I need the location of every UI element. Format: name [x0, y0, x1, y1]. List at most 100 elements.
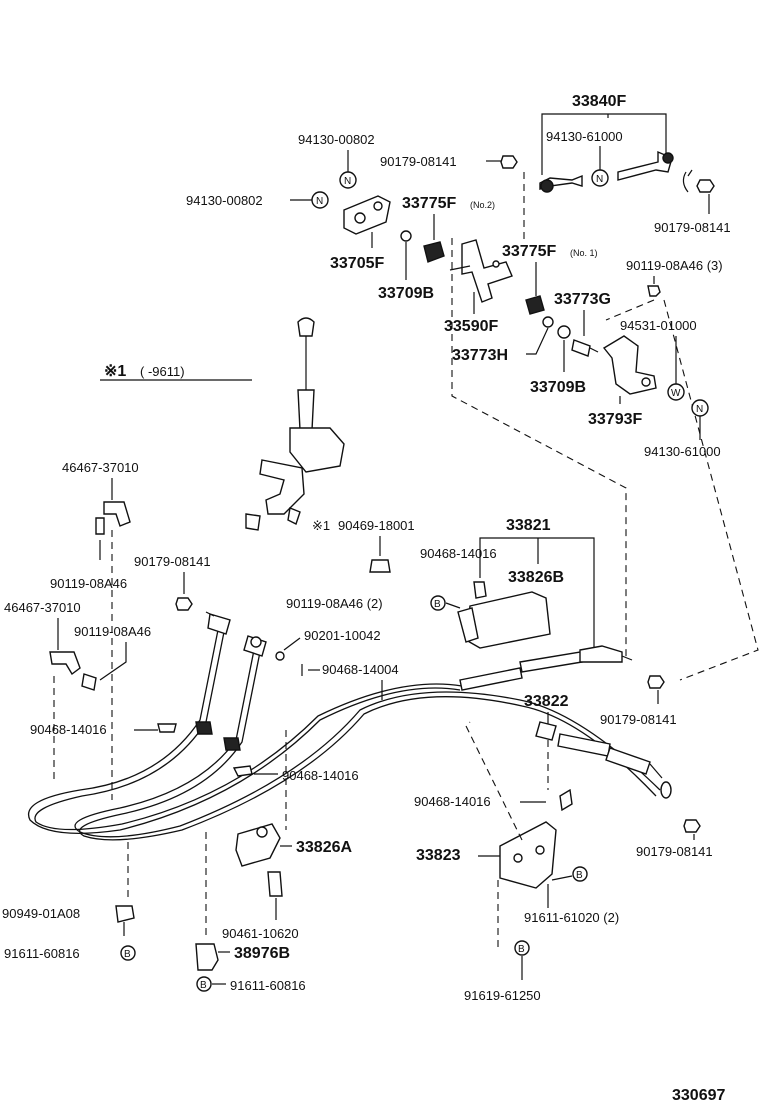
label-90468-14016-b: 90468-14016	[30, 722, 107, 737]
bracket-33823	[499, 821, 557, 889]
bracket-33826b	[457, 581, 551, 649]
label-90949-01a08: 90949-01A08	[2, 906, 80, 921]
label-33793f: 33793F	[588, 411, 642, 428]
svg-text:W: W	[671, 388, 681, 399]
group-33840f: 33840F 94130-61000 N	[539, 93, 674, 193]
svg-text:B: B	[576, 870, 583, 881]
label-91611-60816-b: 91611-60816	[230, 978, 306, 993]
label-33775f-no1: 33775F	[502, 243, 556, 260]
bolt-90119-08a46	[647, 285, 661, 297]
clip-90949-01a08	[115, 905, 135, 923]
bushing-33773g	[571, 339, 591, 357]
shift-lever-assembly	[245, 317, 345, 531]
callout-range: ( -9611)	[140, 364, 185, 379]
label-33590f: 33590F	[444, 318, 498, 335]
svg-text:N: N	[344, 176, 351, 187]
label-33821: 33821	[506, 517, 551, 534]
washer-90201	[275, 651, 285, 661]
label-90179-08141-right: 90179-08141	[654, 220, 731, 235]
bolt-icon: B	[120, 945, 136, 961]
label-33822: 33822	[524, 693, 569, 710]
nut-icon: N	[591, 169, 609, 187]
svg-text:B: B	[518, 944, 525, 955]
label-91611-60816-a: 91611-60816	[4, 946, 80, 961]
clip-38976b	[195, 943, 219, 971]
label-90468-14016-a: 90468-14016	[420, 546, 497, 561]
label-90179-08141-top: 90179-08141	[380, 154, 457, 169]
svg-text:N: N	[696, 404, 703, 415]
nut-icon: N	[339, 171, 357, 189]
nut-icon	[696, 179, 715, 193]
label-90119-08a46-2: 90119-08A46 (2)	[286, 596, 383, 611]
label-33773g: 33773G	[554, 291, 611, 308]
label-90119-08a46-a: 90119-08A46	[50, 576, 127, 591]
label-94130-00802-a: 94130-00802	[298, 132, 375, 147]
nut-icon	[647, 675, 665, 689]
label-90179-08141-left: 90179-08141	[134, 554, 211, 569]
label-33840f: 33840F	[572, 93, 626, 110]
label-94531-01000: 94531-01000	[620, 318, 697, 333]
label-90119-08a46-b: 90119-08A46	[74, 624, 151, 639]
nut-icon	[175, 597, 193, 611]
label-33705f: 33705F	[330, 255, 384, 272]
nut-icon	[500, 155, 518, 169]
bolt-icon	[81, 673, 97, 691]
diagram-id: 330697	[672, 1087, 725, 1104]
bolt-icon: B	[196, 976, 212, 992]
clamp-46467-37010-a	[103, 501, 131, 527]
label-91611-61020-2: 91611-61020 (2)	[524, 910, 619, 925]
bolt-icon: B	[572, 866, 588, 882]
label-38976b: 38976B	[234, 945, 290, 962]
label-91619-61250: 91619-61250	[464, 988, 541, 1003]
bolt-icon	[95, 517, 105, 535]
label-46467-37010-a: 46467-37010	[62, 460, 139, 475]
label-90179-08141-mid: 90179-08141	[600, 712, 677, 727]
svg-text:B: B	[124, 949, 131, 960]
bolt-icon: B	[430, 595, 446, 611]
svg-text:B: B	[200, 980, 207, 991]
label-33709b-a: 33709B	[378, 285, 434, 302]
label-90468-14004: 90468-14004	[322, 662, 399, 677]
label-33826b: 33826B	[508, 569, 564, 586]
clamp-46467-37010-b	[49, 651, 81, 676]
label-33823: 33823	[416, 847, 461, 864]
bracket-33826a	[235, 823, 281, 867]
bushing-33773h	[542, 316, 554, 328]
bushing-33775f-no1	[525, 295, 545, 315]
bracket-33705f	[343, 195, 391, 235]
label-33775f-no1-note: (No. 1)	[570, 248, 598, 258]
label-90468-14016-c: 90468-14016	[282, 768, 359, 783]
svg-text:B: B	[434, 599, 441, 610]
label-90469-18001: 90469-18001	[338, 518, 415, 533]
shift-cables	[27, 611, 672, 841]
callout-mark: ※1	[104, 363, 126, 380]
label-90461-10620: 90461-10620	[222, 926, 299, 941]
nut-icon: N	[311, 191, 329, 209]
nut-icon: N	[691, 399, 709, 417]
label-94130-61000: 94130-61000	[644, 444, 721, 459]
svg-text:N: N	[316, 196, 323, 207]
clip-90461-10620	[267, 871, 283, 897]
ball-joint-left	[539, 174, 583, 193]
bushing-33775f-no2	[423, 241, 445, 263]
clip-90469-18001	[369, 559, 391, 573]
lever-33590f	[449, 239, 513, 303]
bushing-33709b-b	[557, 325, 571, 339]
washer-icon: W	[667, 383, 685, 401]
label-33709b-b: 33709B	[530, 379, 586, 396]
label-90119-08a46-3: 90119-08A46 (3)	[626, 258, 723, 273]
label-94130-00802-b: 94130-00802	[186, 193, 263, 208]
svg-text:N: N	[596, 174, 603, 185]
nut-icon	[683, 819, 701, 833]
bracket-33793f	[602, 335, 657, 395]
bolt-icon: B	[514, 940, 530, 956]
ball-joint-right	[617, 150, 674, 181]
label-90469-mark: ※1	[312, 518, 330, 533]
label-90201-10042: 90201-10042	[304, 628, 381, 643]
label-33775f-no2: 33775F	[402, 195, 456, 212]
bushing-33709b	[400, 230, 412, 242]
label-94130-61000-top: 94130-61000	[546, 129, 623, 144]
label-33775f-no2-note: (No.2)	[470, 200, 495, 210]
